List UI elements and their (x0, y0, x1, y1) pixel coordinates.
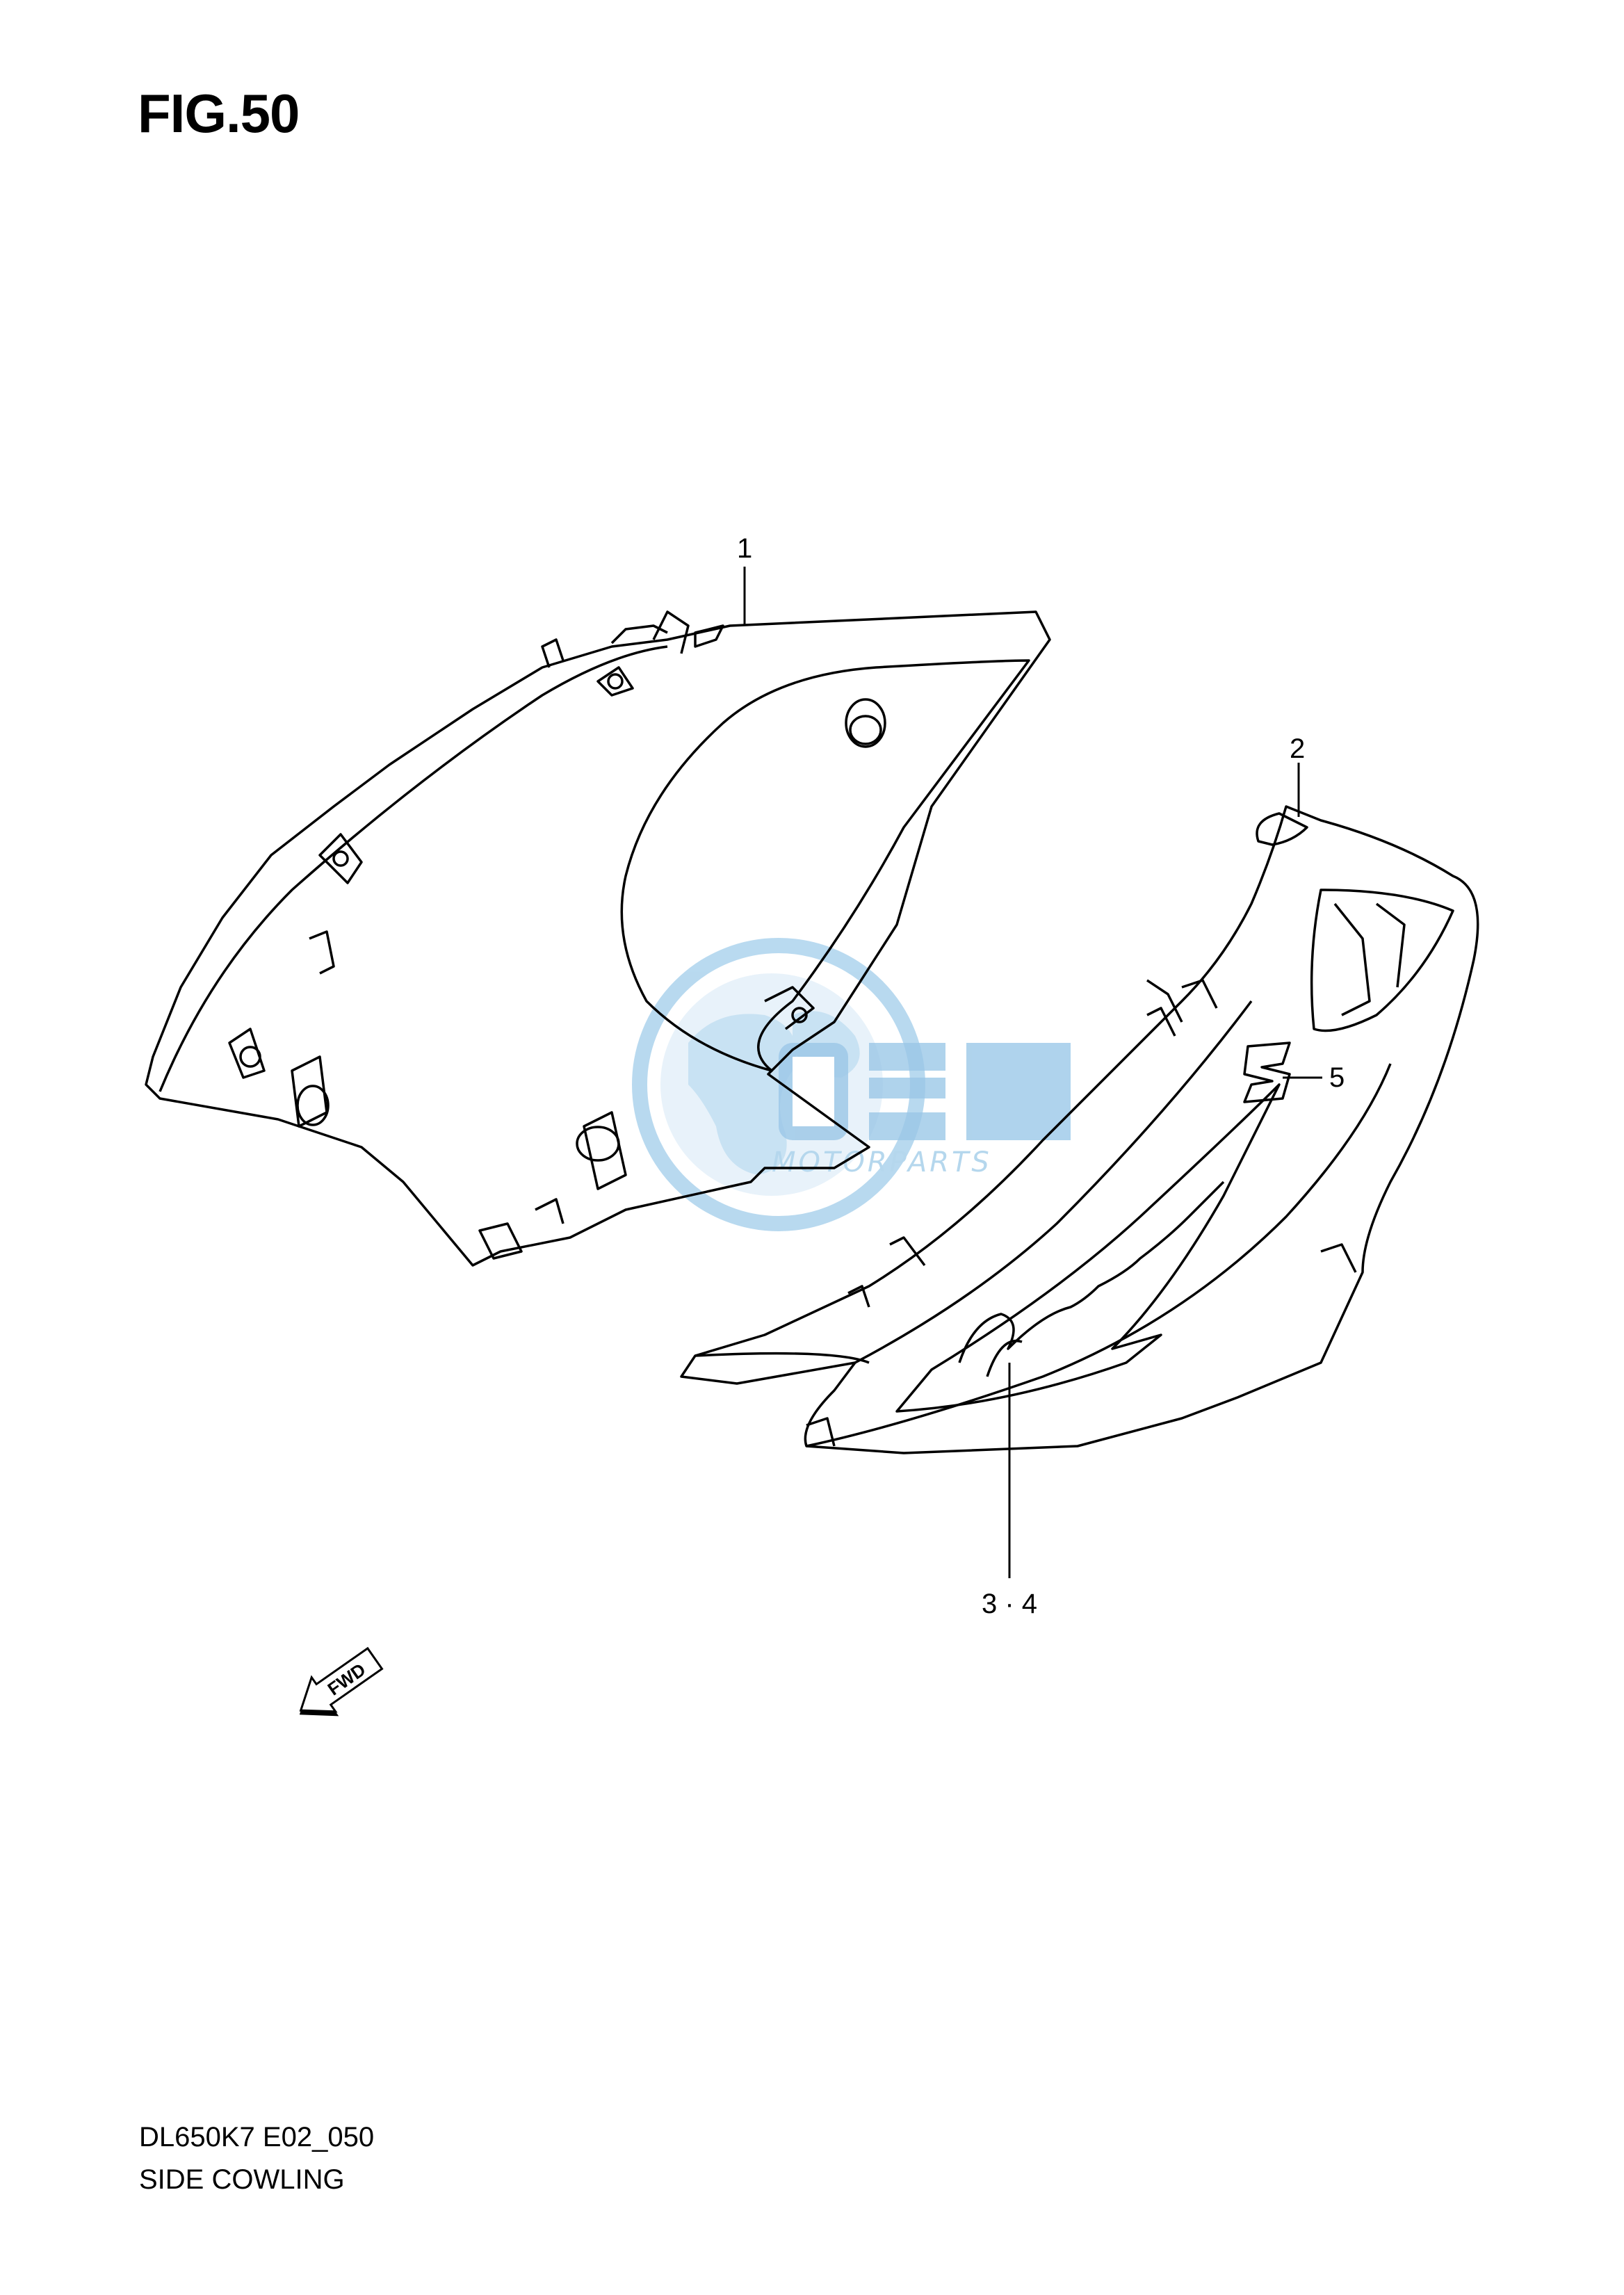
callout-1: 1 (737, 533, 752, 564)
figure-code: DL650K7 E02_050 (139, 2122, 375, 2152)
callouts (743, 567, 1322, 1578)
figure-title: FIG.50 (138, 83, 300, 144)
part-1-inner-cowling (145, 610, 1051, 1267)
watermark: MOTORPARTS (632, 938, 1071, 1231)
fwd-arrow-icon: FWD (299, 1646, 384, 1717)
callout-3-4: 3 · 4 (982, 1589, 1037, 1619)
callout-5: 5 (1329, 1062, 1345, 1093)
part-2-outer-cowling (680, 805, 1479, 1454)
watermark-text: MOTORPARTS (772, 1146, 992, 1178)
callout-2: 2 (1290, 733, 1305, 764)
figure-name: SIDE COWLING (139, 2164, 345, 2195)
